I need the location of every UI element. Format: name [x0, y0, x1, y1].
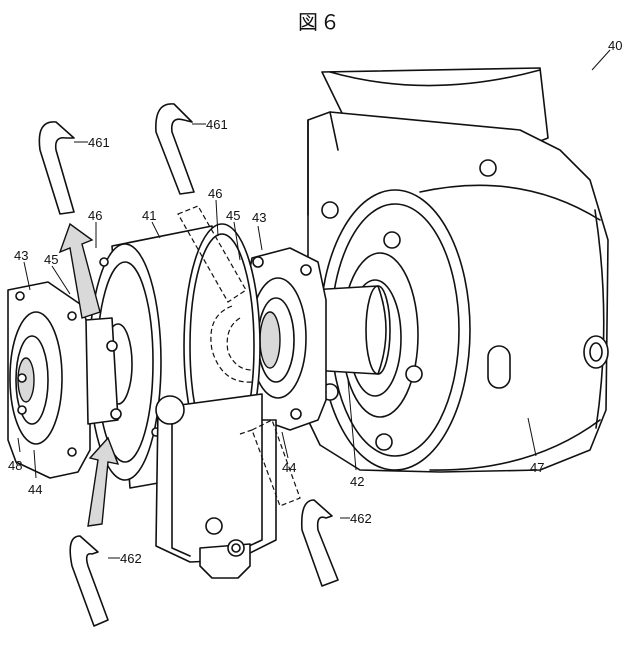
clip-462-right [302, 500, 338, 586]
clip-462-left [70, 536, 108, 626]
label-462-right: 462 [350, 511, 372, 526]
label-46-right: 46 [208, 186, 222, 201]
insert-arrow-lower [88, 438, 118, 526]
clip-461-right [156, 104, 194, 194]
label-462-left: 462 [120, 551, 142, 566]
label-43-right: 43 [252, 210, 266, 225]
label-44-left: 44 [28, 482, 42, 497]
label-42: 42 [350, 474, 364, 489]
label-45-right: 45 [226, 208, 240, 223]
motor-housing [308, 68, 608, 472]
label-43-left: 43 [14, 248, 28, 263]
clip-461-left [39, 122, 74, 214]
figure-title: 図６ [0, 6, 640, 35]
label-40: 40 [608, 38, 622, 53]
label-46-left: 46 [88, 208, 102, 223]
label-41: 41 [142, 208, 156, 223]
label-461-left: 461 [88, 135, 110, 150]
label-461-right: 461 [206, 117, 228, 132]
label-47: 47 [530, 460, 544, 475]
stand-bracket [156, 394, 276, 578]
label-44-right: 44 [282, 460, 296, 475]
label-45-left: 45 [44, 252, 58, 267]
label-48: 48 [8, 458, 22, 473]
